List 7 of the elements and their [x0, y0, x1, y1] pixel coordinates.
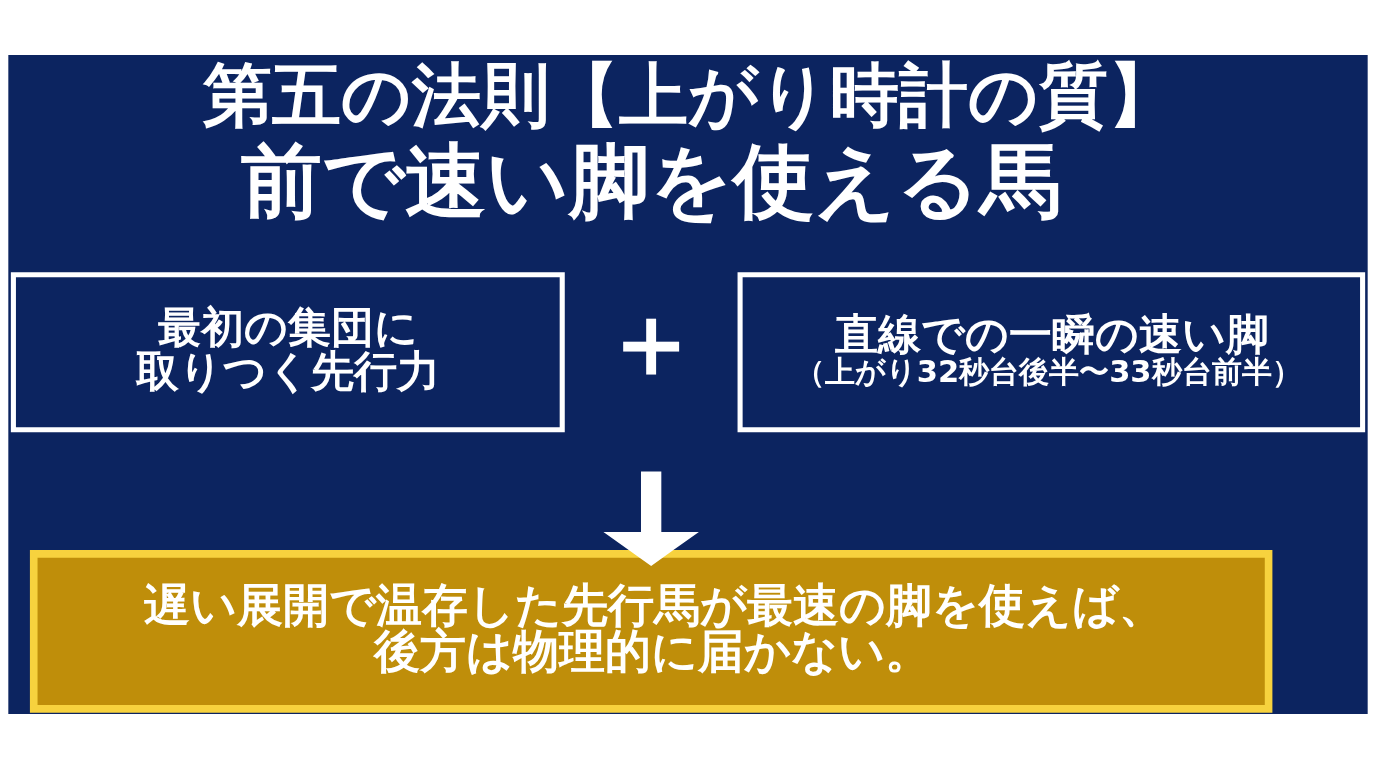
diagram-title: 第五の法則【上がり時計の質】: [203, 54, 1178, 135]
node-box: 直線での一瞬の速い脚 （上がり32秒台後半〜33秒台前半）: [737, 271, 1366, 432]
label: ＋: [599, 281, 702, 400]
node-box: 遅い展開で温存した先行馬が最速の脚を使えば、後方は物理的に届かない。: [29, 549, 1273, 713]
node-box: 最初の集団に取りつく先行力: [10, 271, 565, 432]
label: 前で速い脚を使える馬: [240, 133, 1061, 228]
arrow: [603, 470, 699, 566]
